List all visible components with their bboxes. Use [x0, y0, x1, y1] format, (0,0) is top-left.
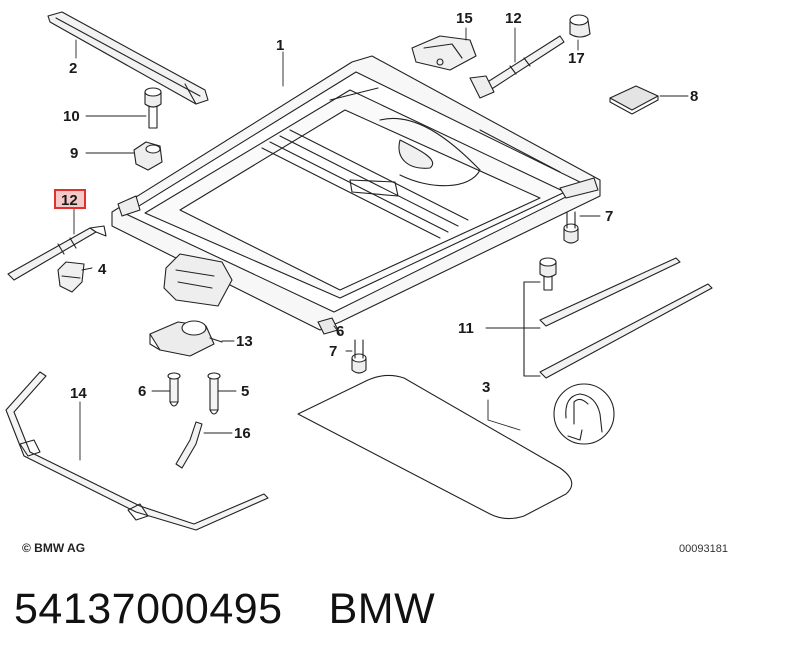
callout-14: 14 — [70, 385, 87, 402]
part-1-sunroof-frame — [111, 55, 601, 335]
part-9-clip — [133, 141, 163, 171]
callout-9: 9 — [70, 145, 78, 162]
callout-6: 6 — [138, 383, 146, 400]
callout-13: 13 — [236, 333, 253, 350]
part-5-screw — [207, 372, 221, 415]
leader-lines — [73, 27, 689, 461]
part-number: 54137000495 — [14, 585, 283, 633]
callout-3: 3 — [482, 379, 490, 396]
part-17-cap — [569, 14, 591, 38]
part-11-strips — [523, 257, 713, 379]
part-15-bracket — [411, 35, 477, 71]
callout-1: 1 — [276, 37, 284, 54]
part-10-bolt — [144, 87, 162, 129]
callout-12-highlighted: 12 — [61, 192, 78, 209]
part-11-bolt — [539, 257, 557, 291]
part-7-bolt-bottom — [351, 339, 367, 374]
part-7-bolt-right — [563, 211, 579, 244]
footer-caption: 54137000495 BMW — [14, 585, 435, 634]
diagram-id: 00093181 — [679, 543, 728, 555]
part-3-glass-panel — [297, 374, 573, 520]
part-14-rear-rail — [5, 371, 269, 531]
callout-6-frame: 6 — [336, 323, 344, 340]
part-13-motor — [149, 320, 223, 357]
callout-17: 17 — [568, 50, 585, 67]
callout-11: 11 — [458, 320, 474, 337]
callout-7-right: 7 — [605, 208, 613, 225]
part-3-seal-detail — [553, 383, 615, 445]
callout-2: 2 — [69, 60, 77, 77]
part-16-rod — [175, 421, 203, 469]
callout-4: 4 — [98, 261, 107, 278]
highlight-box-12 — [54, 189, 86, 209]
part-12-cable-top — [469, 35, 565, 99]
part-2-guide-rail — [47, 11, 209, 105]
callout-16: 16 — [234, 425, 251, 442]
callout-12-top: 12 — [505, 10, 522, 27]
callout-5: 5 — [241, 383, 249, 400]
part-4-clip — [57, 261, 85, 293]
part-6-screw — [167, 372, 181, 407]
callout-15: 15 — [456, 10, 473, 27]
callout-7-bottom: 7 — [329, 343, 337, 360]
callout-10: 10 — [63, 108, 80, 125]
part-8-pad — [609, 85, 659, 115]
part-12-cable-left — [7, 225, 107, 281]
brand-name: BMW — [328, 585, 436, 633]
callout-8: 8 — [690, 88, 698, 105]
copyright-notice: © BMW AG — [22, 541, 86, 555]
